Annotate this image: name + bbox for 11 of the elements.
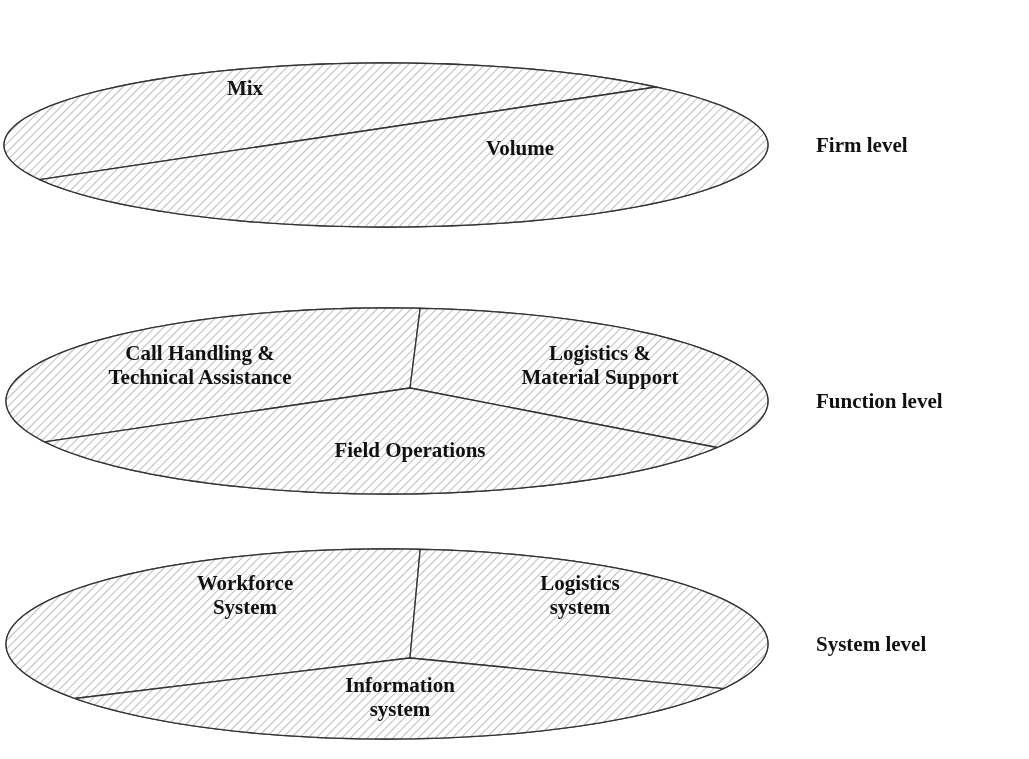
segment-label: Logistics system — [539, 570, 621, 620]
level-label: Function level — [816, 388, 943, 414]
segment-label: Workforce System — [195, 570, 295, 620]
segment-label: Volume — [484, 135, 556, 161]
level-label: System level — [816, 631, 927, 657]
segment-label: Call Handling & Technical Assistance — [107, 340, 293, 390]
segment-label: Mix — [225, 75, 265, 101]
level-label: Firm level — [816, 132, 908, 158]
segment-label: Field Operations — [333, 437, 487, 463]
segment-label: Information system — [344, 672, 456, 722]
segment-label: Logistics & Material Support — [520, 340, 680, 390]
